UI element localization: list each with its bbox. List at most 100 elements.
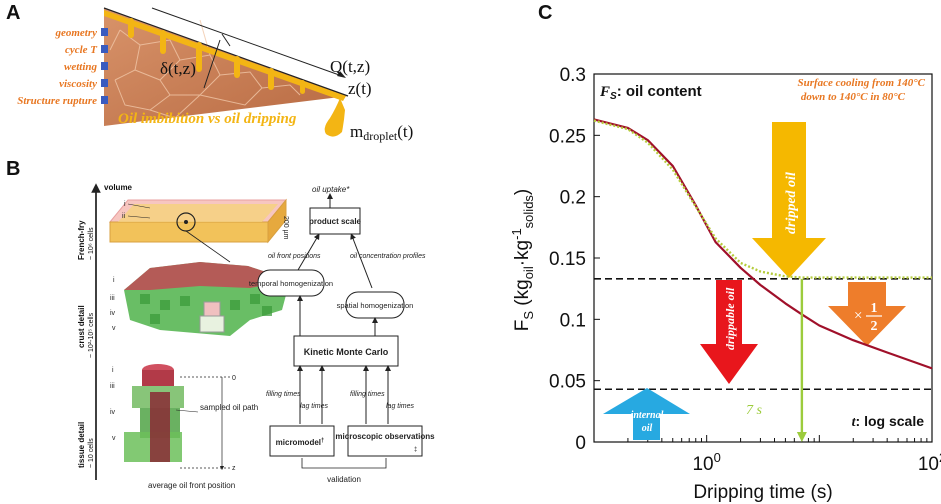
layer-bottom-iii: iii bbox=[110, 383, 115, 390]
oil-front-positions-label: oil front positions bbox=[268, 253, 321, 260]
property-wetting: wetting bbox=[64, 61, 98, 73]
time-marker-label: 7 s bbox=[746, 403, 763, 418]
layer-top-i: i bbox=[124, 201, 126, 208]
level-tissue: tissue detail bbox=[77, 422, 86, 468]
droplet-mass-sub: droplet bbox=[363, 129, 398, 143]
delta-label: δ(t,z) bbox=[160, 59, 196, 78]
microscopic-box bbox=[347, 425, 423, 457]
depth-zero: 0 bbox=[232, 375, 236, 382]
oil-concentration-label: oil concentration profiles bbox=[350, 253, 426, 260]
level-tissue-cells: ~ 10 cells bbox=[88, 438, 95, 468]
level-crust: crust detail bbox=[77, 305, 86, 348]
flow-chart: oil uptake* product scale oil front posi… bbox=[249, 185, 435, 484]
temporal-homogenization-label: temporal homogenization bbox=[249, 279, 333, 288]
kmc-label: Kinetic Monte Carlo bbox=[304, 347, 389, 357]
svg-text:micromodel†: micromodel† bbox=[276, 438, 325, 447]
plot-frame bbox=[593, 73, 933, 443]
x-axis-label: Dripping time (s) bbox=[693, 482, 832, 503]
half-num: 1 bbox=[871, 301, 878, 316]
kmc-box bbox=[293, 335, 399, 367]
panel-b-illustration: volume French-fry ~ 10⁶ cells crust deta… bbox=[77, 183, 435, 490]
svg-text:mdroplet(t): mdroplet(t) bbox=[350, 122, 413, 143]
layer-mid-iv: iv bbox=[110, 310, 116, 317]
x-tick-label: 102 bbox=[918, 450, 941, 475]
temporal-homogenization-box bbox=[257, 269, 325, 297]
property-cycle: cycle T bbox=[65, 44, 98, 56]
dripped-oil-label: dripped oil bbox=[784, 172, 799, 234]
fs-desc: : oil content bbox=[617, 83, 702, 100]
log-desc: : log scale bbox=[856, 413, 925, 429]
z-axis-arrow bbox=[151, 7, 343, 77]
property-geometry: geometry bbox=[54, 27, 97, 39]
internal-oil-arrow bbox=[603, 388, 690, 440]
half-times: × bbox=[854, 308, 862, 324]
layer-mid-i: i bbox=[113, 277, 115, 284]
property-viscosity: viscosity bbox=[59, 78, 97, 90]
y-tick-label: 0 bbox=[575, 433, 586, 454]
front-position-label: average oil front position bbox=[148, 481, 235, 490]
oil-path bbox=[150, 392, 170, 462]
cooling-line1: Surface cooling from 140°C bbox=[797, 77, 925, 89]
flow-label: Q(t,z) bbox=[330, 57, 370, 76]
panel-label-a: A bbox=[6, 2, 21, 24]
validation-label: validation bbox=[327, 475, 361, 484]
depth-z: z bbox=[232, 465, 236, 472]
panel-a-title: Oil imbibition vs oil dripping bbox=[118, 111, 297, 127]
log-t: t bbox=[852, 415, 857, 430]
y-tick-label: 0.25 bbox=[549, 126, 586, 147]
layer-mid-iii: iii bbox=[110, 295, 115, 302]
y-tick-label: 0.1 bbox=[560, 310, 586, 331]
filling-times-right: filling times bbox=[350, 391, 385, 398]
half-den: 2 bbox=[871, 319, 878, 334]
droplet-icon bbox=[324, 98, 345, 137]
position-label: z(t) bbox=[348, 79, 372, 98]
panel-c-chart: 00.050.10.150.20.250.3 100102 dripped oi… bbox=[509, 65, 941, 503]
y-tick-label: 0.3 bbox=[560, 65, 586, 86]
panel-label-b: B bbox=[6, 158, 21, 180]
layer-bottom-iv: iv bbox=[110, 409, 116, 416]
filling-times-left: filling times bbox=[266, 391, 301, 398]
y-tick-label: 0.05 bbox=[549, 372, 586, 393]
svg-text:t: log scale: t: log scale bbox=[852, 413, 925, 430]
property-rupture: Structure rupture bbox=[17, 95, 97, 107]
layer-top-ii: ii bbox=[122, 213, 126, 220]
micromodel-label: micromodel bbox=[276, 438, 321, 447]
micromodel-box bbox=[269, 425, 335, 457]
level-french-fry-cells: ~ 10⁶ cells bbox=[88, 227, 95, 260]
product-scale-label: product scale bbox=[309, 217, 362, 226]
y-tick-label: 0.2 bbox=[560, 188, 586, 209]
panel-a-illustration: geometry cycle T wetting viscosity Struc… bbox=[17, 7, 413, 143]
scale-mark: 200 µm bbox=[282, 216, 289, 240]
drippable-oil-label: drippable oil bbox=[723, 287, 737, 350]
level-crust-cells: ~ 10²-10⁵ cells bbox=[88, 312, 95, 358]
micromodel-mark: † bbox=[321, 438, 324, 444]
panel-label-c: C bbox=[538, 2, 553, 24]
y-tick-label: 0.15 bbox=[549, 249, 586, 270]
time-marker-arrowhead bbox=[796, 432, 807, 442]
microscopic-label: microscopic observations bbox=[335, 432, 435, 441]
droplet-mass-label: m bbox=[350, 122, 363, 141]
half-arrow bbox=[828, 282, 906, 346]
series-line-0 bbox=[593, 118, 933, 370]
layer-bottom-v: v bbox=[112, 435, 116, 442]
layer-mid-v: v bbox=[112, 325, 116, 332]
lag-times-right: lag times bbox=[386, 403, 415, 410]
internal-oil-line1: internal bbox=[631, 410, 664, 421]
spatial-homogenization-label: spatial homogenization bbox=[337, 301, 414, 310]
svg-text:FS: oil content: FS: oil content bbox=[599, 83, 702, 102]
drippable-oil-arrow bbox=[700, 280, 758, 384]
droplet-mass-suffix: (t) bbox=[397, 122, 413, 141]
lag-times-left: lag times bbox=[300, 403, 329, 410]
oil-uptake-label: oil uptake* bbox=[312, 185, 350, 194]
y-axis-label: FS (kgoil·kg-1solids) bbox=[509, 189, 536, 332]
dripped-oil-arrow bbox=[752, 122, 826, 278]
series-line-1 bbox=[593, 119, 932, 279]
product-scale-box bbox=[309, 207, 361, 235]
volume-axis-label: volume bbox=[104, 183, 133, 192]
layer-bottom-i: i bbox=[112, 367, 114, 374]
cooling-line2: down to 140°C in 80°C bbox=[801, 91, 906, 103]
microscopic-mark: ‡ bbox=[414, 447, 417, 453]
level-french-fry: French-fry bbox=[77, 220, 86, 260]
sampled-path-label: sampled oil path bbox=[200, 403, 258, 412]
fs-sub: S bbox=[610, 91, 617, 102]
